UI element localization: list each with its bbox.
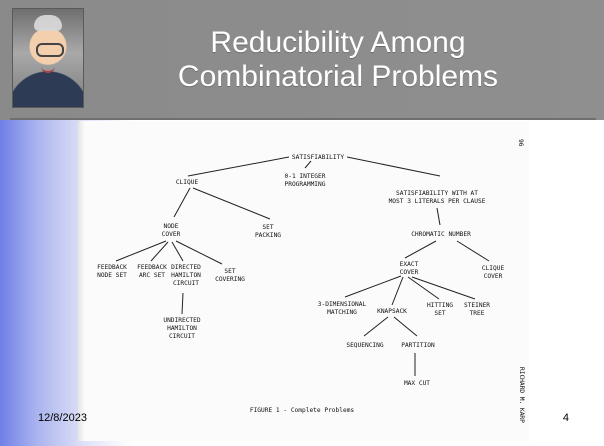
node-partition: PARTITION <box>401 342 435 349</box>
node-3sat-line-1: SATISFIABILITY WITH AT <box>396 190 478 197</box>
node-steiner-tree-line-2: TREE <box>470 310 485 317</box>
slide-number: 4 <box>562 412 569 424</box>
title-bar: Reducibility Among Combinatorial Problem… <box>0 0 604 120</box>
node-clique-cover-line-2: COVER <box>484 273 503 280</box>
figure-caption: FIGURE 1 - Complete Problems <box>250 407 355 414</box>
node-max-cut: MAX CUT <box>404 380 430 387</box>
node-set-packing-line-1: SET <box>262 224 273 231</box>
node-chromatic-number: CHROMATIC NUMBER <box>411 231 471 238</box>
node-feedback-arc-set-line-2: ARC SET <box>139 272 165 279</box>
figure-author-vertical: RICHARD M. KARP <box>518 367 525 423</box>
node-knapsack: KNAPSACK <box>377 308 407 315</box>
node-hitting-set-line-1: HITTING <box>427 302 453 309</box>
diagram-labels: SATISFIABILITY CLIQUE 0-1 INTEGER PROGRA… <box>97 154 504 414</box>
node-exact-cover-line-1: EXACT <box>400 261 419 268</box>
node-3d-matching-line-2: MATCHING <box>327 309 357 316</box>
title-underline <box>10 118 596 120</box>
node-satisfiability: SATISFIABILITY <box>292 154 344 161</box>
node-undirected-hamilton-line-2: HAMILTON <box>167 325 197 332</box>
figure-page-number: 96 <box>517 139 524 147</box>
node-directed-hamilton-line-2: HAMILTON <box>171 272 201 279</box>
node-3d-matching-line-1: 3-DIMENSIONAL <box>318 301 367 308</box>
slide-title-line-2: Combinatorial Problems <box>177 60 499 93</box>
reduction-tree-diagram: SATISFIABILITY CLIQUE 0-1 INTEGER PROGRA… <box>97 139 525 423</box>
node-3sat-line-2: MOST 3 LITERALS PER CLAUSE <box>389 198 486 205</box>
node-set-covering-line-1: SET <box>224 268 235 275</box>
node-node-cover-line-1: NODE <box>164 223 179 230</box>
node-set-packing-line-2: PACKING <box>255 232 281 239</box>
node-integer-programming-line-1: 0-1 INTEGER <box>285 173 326 180</box>
node-clique: CLIQUE <box>176 179 199 186</box>
node-undirected-hamilton-line-3: CIRCUIT <box>169 333 195 340</box>
slide-title: Reducibility Among Combinatorial Problem… <box>82 26 594 94</box>
diagram-edges <box>115 156 490 376</box>
reduction-figure: SATISFIABILITY CLIQUE 0-1 INTEGER PROGRA… <box>78 121 529 441</box>
node-exact-cover-line-2: COVER <box>400 269 419 276</box>
portrait-photo <box>12 8 84 108</box>
node-sequencing: SEQUENCING <box>346 342 384 349</box>
node-node-cover-line-2: COVER <box>162 231 181 238</box>
node-directed-hamilton-line-3: CIRCUIT <box>173 280 199 287</box>
node-feedback-node-set-line-1: FEEDBACK <box>97 264 127 271</box>
node-set-covering-line-2: COVERING <box>215 276 245 283</box>
slide-date: 12/8/2023 <box>38 412 87 424</box>
node-integer-programming-line-2: PROGRAMMING <box>285 181 326 188</box>
node-steiner-tree-line-1: STEINER <box>464 302 490 309</box>
slide-title-line-1: Reducibility Among <box>210 26 466 59</box>
node-hitting-set-line-2: SET <box>434 310 445 317</box>
node-undirected-hamilton-line-1: UNDIRECTED <box>163 317 201 324</box>
portrait-mouth <box>41 64 55 73</box>
node-feedback-arc-set-line-1: FEEDBACK <box>137 264 167 271</box>
portrait-hair <box>34 15 62 31</box>
portrait-glasses <box>36 43 64 57</box>
node-clique-cover-line-1: CLIQUE <box>482 265 505 272</box>
figure-edge-shadow <box>79 121 85 441</box>
node-feedback-node-set-line-2: NODE SET <box>97 272 127 279</box>
node-directed-hamilton-line-1: DIRECTED <box>171 264 201 271</box>
